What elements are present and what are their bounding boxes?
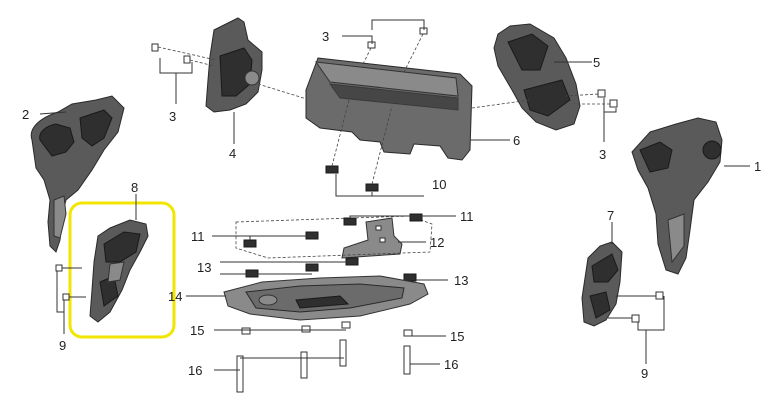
highlight-box-part-8 xyxy=(68,201,176,339)
callout-6[interactable]: 6 xyxy=(513,133,520,148)
callout-14[interactable]: 14 xyxy=(168,289,182,304)
screw-icon xyxy=(361,27,428,73)
callout-15-left[interactable]: 15 xyxy=(190,323,204,338)
callout-12[interactable]: 12 xyxy=(430,235,444,250)
part-1-side-frame[interactable] xyxy=(631,117,723,275)
gasket-outline xyxy=(235,215,433,259)
screw-icon xyxy=(151,43,311,101)
callout-11-left[interactable]: 11 xyxy=(191,229,205,244)
screw-icon xyxy=(55,264,86,301)
screw-icon xyxy=(608,291,664,323)
callout-13-right[interactable]: 13 xyxy=(454,273,468,288)
callout-16-right[interactable]: 16 xyxy=(444,357,458,372)
part-14-tray[interactable] xyxy=(223,275,429,321)
callout-9-right[interactable]: 9 xyxy=(641,366,648,381)
part-5-cover[interactable] xyxy=(471,23,581,131)
part-2-side-frame[interactable] xyxy=(30,95,125,253)
callout-2[interactable]: 2 xyxy=(22,107,29,122)
callout-4[interactable]: 4 xyxy=(229,146,236,161)
part-7-cover[interactable] xyxy=(581,241,623,327)
part-12-hinge-plate[interactable] xyxy=(341,217,403,259)
callout-15-right[interactable]: 15 xyxy=(450,329,464,344)
callout-11-right[interactable]: 11 xyxy=(460,209,474,224)
screw-icon xyxy=(236,339,411,393)
screw-icon xyxy=(565,89,618,108)
callout-3-top[interactable]: 3 xyxy=(322,29,329,44)
callout-13-left[interactable]: 13 xyxy=(197,260,211,275)
callout-10[interactable]: 10 xyxy=(432,177,446,192)
screw-icon xyxy=(241,321,413,337)
callout-9-left[interactable]: 9 xyxy=(59,338,66,353)
part-6-panel[interactable] xyxy=(305,57,473,161)
callout-1[interactable]: 1 xyxy=(754,159,761,174)
callout-3-right[interactable]: 3 xyxy=(599,147,606,162)
part-8-cover[interactable] xyxy=(89,219,149,323)
callout-labels: 1 2 3 3 3 4 5 6 7 8 9 9 10 11 11 12 13 1… xyxy=(22,29,761,381)
callout-16-left[interactable]: 16 xyxy=(188,363,202,378)
callout-3-left[interactable]: 3 xyxy=(169,109,176,124)
callout-5[interactable]: 5 xyxy=(593,55,600,70)
callout-7[interactable]: 7 xyxy=(607,208,614,223)
nut-clip-icon xyxy=(325,95,393,192)
part-4-bracket[interactable] xyxy=(205,17,263,113)
leader-lines xyxy=(39,19,750,371)
callout-8[interactable]: 8 xyxy=(131,180,138,195)
